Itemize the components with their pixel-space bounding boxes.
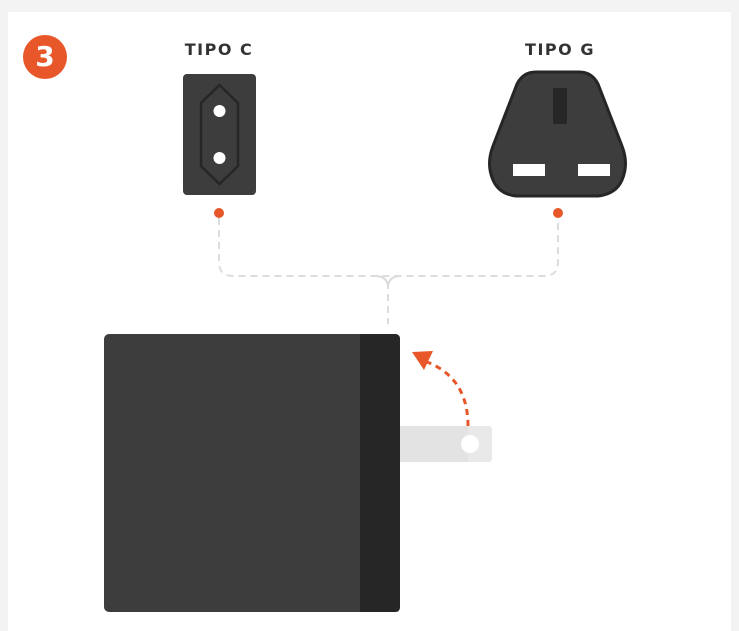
plug-label-type-c: TIPO C <box>149 40 289 59</box>
power-adapter-icon <box>104 334 400 612</box>
rotate-arrow-icon <box>412 351 468 426</box>
type-c-socket-icon <box>183 74 256 195</box>
folding-prong-icon <box>398 426 492 462</box>
type-g-plug-icon <box>490 72 626 196</box>
dashed-connector-icon <box>214 208 563 324</box>
plug-label-type-g: TIPO G <box>490 40 630 59</box>
step-number-badge: 3 <box>23 35 67 79</box>
